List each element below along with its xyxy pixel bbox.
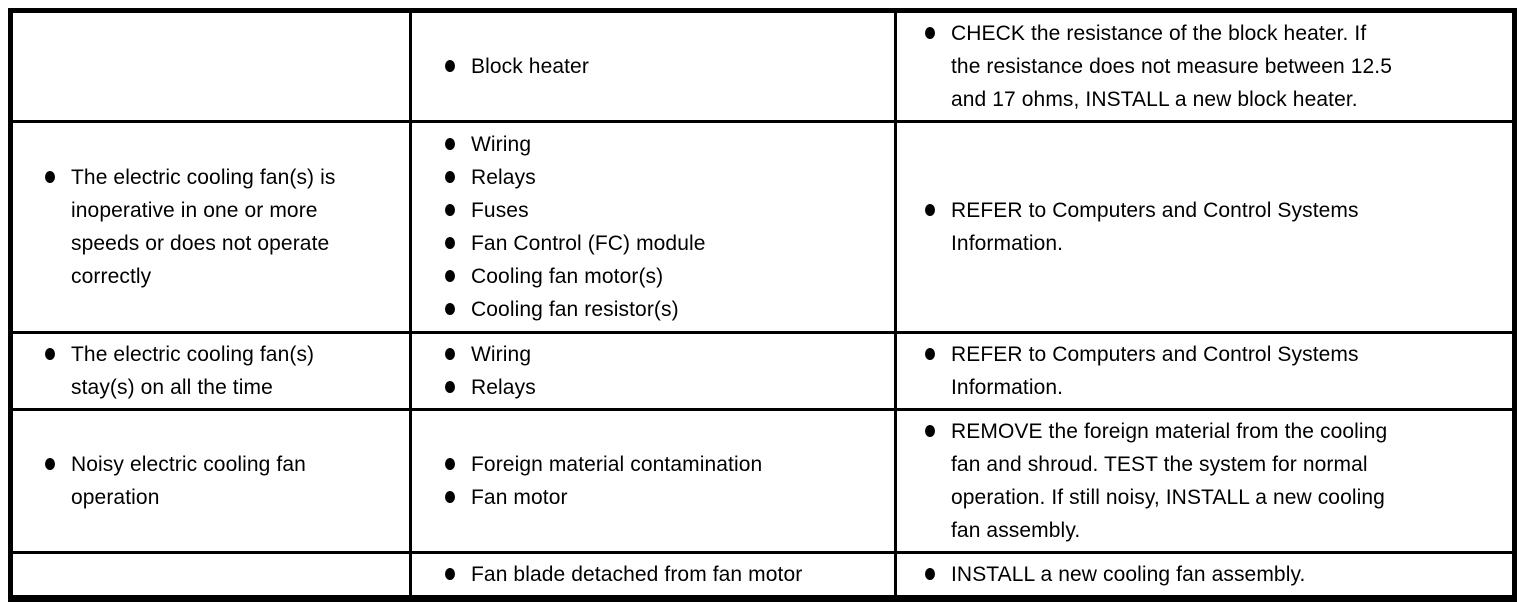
cell-possible-sources: Fan blade detached from fan motor — [409, 551, 897, 600]
bullet-icon — [925, 27, 935, 39]
table-row: The electric cooling fan(s) stay(s) on a… — [9, 331, 1516, 411]
bullet-item-text: Block heater — [471, 55, 589, 78]
bullet-item: Fan motor — [445, 481, 879, 514]
bullet-item: Block heater — [445, 50, 879, 83]
bullet-item: Foreign material contamination — [445, 448, 879, 481]
bullet-item: REFER to Computers and Control Systems I… — [925, 194, 1400, 260]
bullet-item-text: The electric cooling fan(s) is inoperati… — [71, 166, 336, 288]
cell-condition — [9, 9, 412, 123]
cell-action: CHECK the resistance of the block heater… — [894, 9, 1516, 123]
bullet-item: Relays — [445, 161, 879, 194]
bullet-item: CHECK the resistance of the block heater… — [925, 17, 1400, 116]
bullet-item-text: The electric cooling fan(s) stay(s) on a… — [71, 343, 315, 399]
bullet-icon — [925, 348, 935, 360]
action-list: REFER to Computers and Control Systems I… — [925, 194, 1400, 260]
bullet-item: The electric cooling fan(s) stay(s) on a… — [45, 338, 367, 404]
bullet-icon — [445, 138, 455, 150]
bullet-icon — [445, 348, 455, 360]
bullet-item: Fan Control (FC) module — [445, 227, 879, 260]
bullet-icon — [45, 171, 55, 183]
condition-list: Noisy electric cooling fan operation — [45, 448, 367, 514]
bullet-icon — [925, 568, 935, 580]
bullet-item-text: Cooling fan resistor(s) — [471, 298, 679, 321]
bullet-item: Cooling fan motor(s) — [445, 260, 879, 293]
bullet-item-text: Fan blade detached from fan motor — [471, 563, 803, 586]
bullet-item-text: Relays — [471, 376, 536, 399]
bullet-item: Fan blade detached from fan motor — [445, 558, 879, 591]
bullet-item-text: Wiring — [471, 133, 532, 156]
bullet-item-text: Fuses — [471, 199, 529, 222]
bullet-icon — [445, 270, 455, 282]
bullet-item-text: Cooling fan motor(s) — [471, 265, 664, 288]
bullet-item: Wiring — [445, 338, 879, 371]
condition-list: The electric cooling fan(s) is inoperati… — [45, 161, 367, 293]
bullet-item: Fuses — [445, 194, 879, 227]
action-list: INSTALL a new cooling fan assembly. — [925, 558, 1400, 591]
table-row: The electric cooling fan(s) is inoperati… — [9, 120, 1516, 334]
action-list: CHECK the resistance of the block heater… — [925, 17, 1400, 116]
bullet-icon — [45, 458, 55, 470]
bullet-icon — [445, 60, 455, 72]
bullet-item-text: Wiring — [471, 343, 532, 366]
table-row: Noisy electric cooling fan operation For… — [9, 408, 1516, 554]
sources-list: Block heater — [445, 50, 879, 83]
bullet-item: Noisy electric cooling fan operation — [45, 448, 367, 514]
bullet-item: Cooling fan resistor(s) — [445, 293, 879, 326]
cell-condition: The electric cooling fan(s) stay(s) on a… — [9, 331, 412, 411]
bullet-item-text: Fan Control (FC) module — [471, 232, 706, 255]
bullet-item: The electric cooling fan(s) is inoperati… — [45, 161, 367, 293]
bullet-item-text: REFER to Computers and Control Systems I… — [951, 343, 1359, 399]
condition-list: The electric cooling fan(s) stay(s) on a… — [45, 338, 367, 404]
bullet-item: REFER to Computers and Control Systems I… — [925, 338, 1400, 404]
bullet-item-text: REMOVE the foreign material from the coo… — [951, 420, 1388, 542]
bullet-item: Relays — [445, 371, 879, 404]
bullet-icon — [445, 303, 455, 315]
bullet-item-text: Fan motor — [471, 486, 568, 509]
bullet-item: REMOVE the foreign material from the coo… — [925, 415, 1400, 547]
bullet-item-text: Relays — [471, 166, 536, 189]
bullet-icon — [445, 237, 455, 249]
bullet-item-text: INSTALL a new cooling fan assembly. — [951, 563, 1306, 586]
symptom-chart-table: Block heater CHECK the resistance of the… — [8, 8, 1517, 602]
bullet-item-text: CHECK the resistance of the block heater… — [951, 22, 1393, 111]
action-list: REFER to Computers and Control Systems I… — [925, 338, 1400, 404]
bullet-icon — [925, 425, 935, 437]
sources-list: Fan blade detached from fan motor — [445, 558, 879, 591]
bullet-icon — [445, 171, 455, 183]
action-list: REMOVE the foreign material from the coo… — [925, 415, 1400, 547]
bullet-icon — [925, 204, 935, 216]
bullet-item: Wiring — [445, 128, 879, 161]
cell-action: REFER to Computers and Control Systems I… — [894, 120, 1516, 334]
cell-action: INSTALL a new cooling fan assembly. — [894, 551, 1516, 600]
cell-condition: Noisy electric cooling fan operation — [9, 408, 412, 554]
bullet-icon — [445, 491, 455, 503]
bullet-icon — [445, 458, 455, 470]
cell-condition: The electric cooling fan(s) is inoperati… — [9, 120, 412, 334]
table-row: Fan blade detached from fan motor INSTAL… — [9, 551, 1516, 600]
cell-possible-sources: Block heater — [409, 9, 897, 123]
bullet-item-text: Foreign material contamination — [471, 453, 763, 476]
bullet-item-text: Noisy electric cooling fan operation — [71, 453, 306, 509]
cell-action: REFER to Computers and Control Systems I… — [894, 331, 1516, 411]
bullet-item: INSTALL a new cooling fan assembly. — [925, 558, 1400, 591]
cell-condition — [9, 551, 412, 600]
bullet-item-text: REFER to Computers and Control Systems I… — [951, 199, 1359, 255]
table-row: Block heater CHECK the resistance of the… — [9, 9, 1516, 123]
bullet-icon — [445, 381, 455, 393]
bullet-icon — [445, 568, 455, 580]
cell-action: REMOVE the foreign material from the coo… — [894, 408, 1516, 554]
bullet-icon — [445, 204, 455, 216]
bullet-icon — [45, 348, 55, 360]
